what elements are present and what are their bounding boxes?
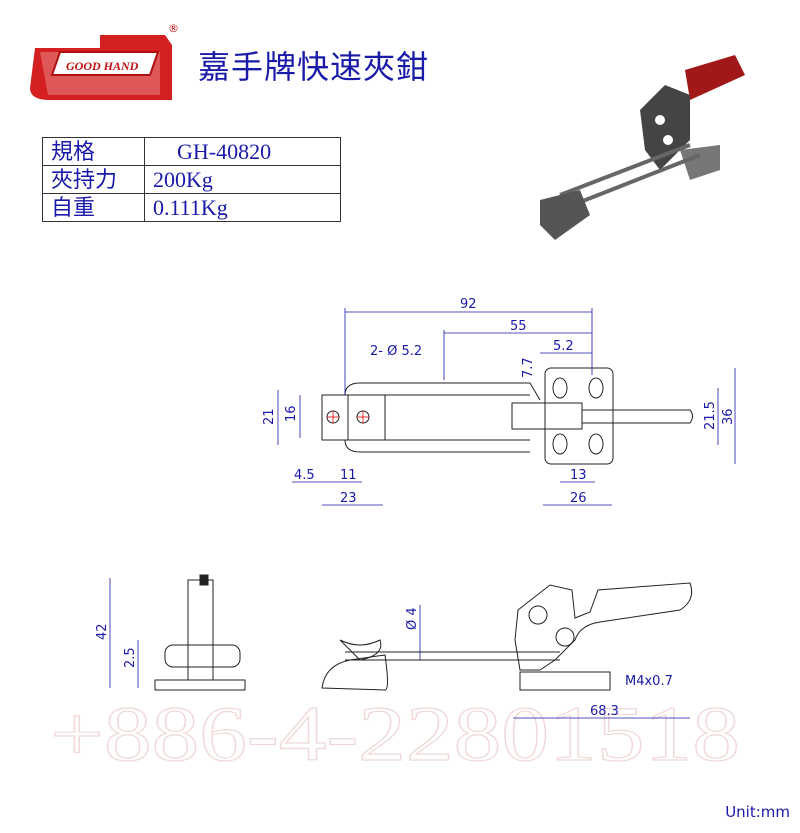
spec-value: 0.111Kg [144, 193, 341, 222]
side-view [321, 582, 693, 691]
dim-42: 42 [95, 623, 110, 640]
dim-13: 13 [570, 468, 587, 483]
dim-55: 55 [510, 319, 527, 334]
top-view [321, 367, 693, 465]
dim-7-7: 7.7 [521, 357, 536, 378]
dim-21: 21 [262, 408, 277, 425]
dim-holes: 2- Ø 5.2 [370, 344, 422, 359]
dim-4-5: 4.5 [294, 468, 315, 483]
watermark-phone: +886-4-22801518 [50, 690, 740, 777]
dim-5-2: 5.2 [553, 339, 574, 354]
front-view [154, 574, 246, 691]
dim-dia-4: Ø 4 [405, 607, 420, 630]
dim-68-3: 68.3 [590, 704, 619, 719]
dim-11: 11 [340, 468, 357, 483]
page-title: 嘉手牌快速夾鉗 [198, 48, 430, 86]
dim-36: 36 [721, 408, 736, 425]
dim-26: 26 [570, 491, 587, 506]
spec-label: 夾持力 [42, 165, 145, 194]
dimension-lines [109, 308, 736, 719]
product-photo [540, 55, 745, 240]
spec-label: 規格 [42, 137, 145, 166]
spec-label: 自重 [42, 193, 145, 222]
dim-2-5: 2.5 [123, 647, 138, 668]
spec-value: GH-40820 [144, 137, 341, 166]
svg-text:®: ® [168, 22, 179, 35]
unit-label: Unit:mm [725, 803, 790, 821]
spec-value: 200Kg [144, 165, 341, 194]
dim-92: 92 [460, 297, 477, 312]
good-hand-logo: GOOD HAND ® [30, 22, 179, 100]
dim-23: 23 [340, 491, 357, 506]
dim-21-5: 21.5 [703, 401, 718, 430]
svg-text:GOOD HAND: GOOD HAND [66, 59, 139, 73]
center-marks [327, 411, 369, 423]
dim-16: 16 [284, 405, 299, 422]
dim-thread: M4x0.7 [625, 674, 673, 689]
